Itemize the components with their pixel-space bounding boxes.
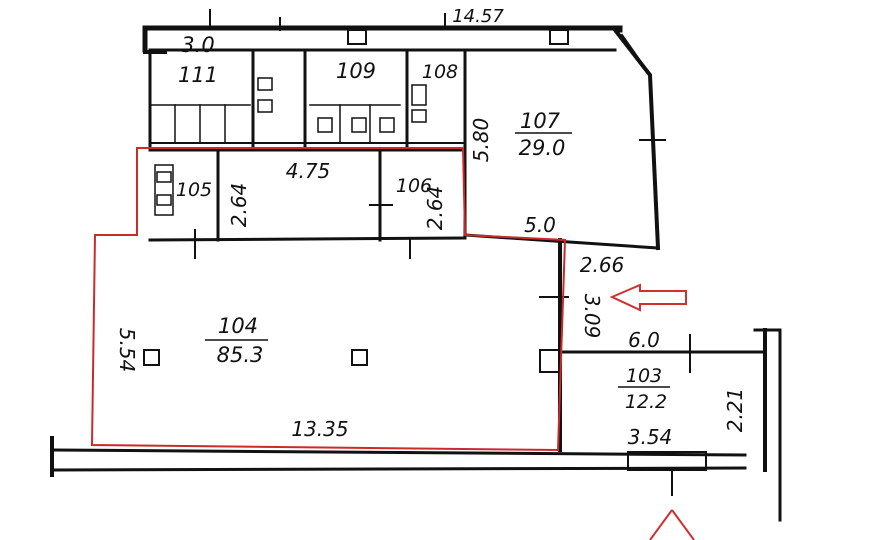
highlight-outline <box>90 147 567 452</box>
entrance-arrow-right-icon <box>609 283 687 312</box>
room-103-area: 12.2 <box>625 391 667 413</box>
room-107-area: 29.0 <box>519 136 566 160</box>
dim-top: 14.57 <box>452 6 504 27</box>
dim-475: 4.75 <box>286 159 331 183</box>
entrance-arrow-bottom-icon <box>649 509 695 540</box>
room-109-number: 109 <box>336 59 376 83</box>
room-108-number: 108 <box>422 61 458 83</box>
dim-266: 2.66 <box>580 253 625 277</box>
dim-60: 6.0 <box>628 328 660 352</box>
room-106-number: 106 <box>396 175 432 197</box>
room-105-number: 105 <box>176 179 212 201</box>
room-111-dim: 3.0 <box>181 33 214 57</box>
walls <box>50 9 782 522</box>
dim-354: 3.54 <box>628 425 673 449</box>
dimension-labels: 14.57 5.80 4.75 2.64 2.64 5.0 2.66 3.09 … <box>115 6 747 449</box>
room-labels: 3.0 111 109 108 107 29.0 105 106 104 85.… <box>176 33 670 413</box>
dim-554: 5.54 <box>115 328 139 373</box>
dim-1335: 13.35 <box>291 417 348 441</box>
room-104-number: 104 <box>218 314 258 338</box>
dim-309: 3.09 <box>580 294 604 339</box>
dim-264a: 2.64 <box>227 183 251 228</box>
room-111-number: 111 <box>178 63 218 87</box>
room-104-area: 85.3 <box>217 343 264 367</box>
room-103-number: 103 <box>626 365 662 387</box>
room-107-number: 107 <box>520 109 561 133</box>
dim-264b: 2.64 <box>423 186 447 231</box>
dim-50: 5.0 <box>524 213 556 237</box>
dim-221: 2.21 <box>723 388 747 433</box>
dim-580: 5.80 <box>469 118 493 163</box>
